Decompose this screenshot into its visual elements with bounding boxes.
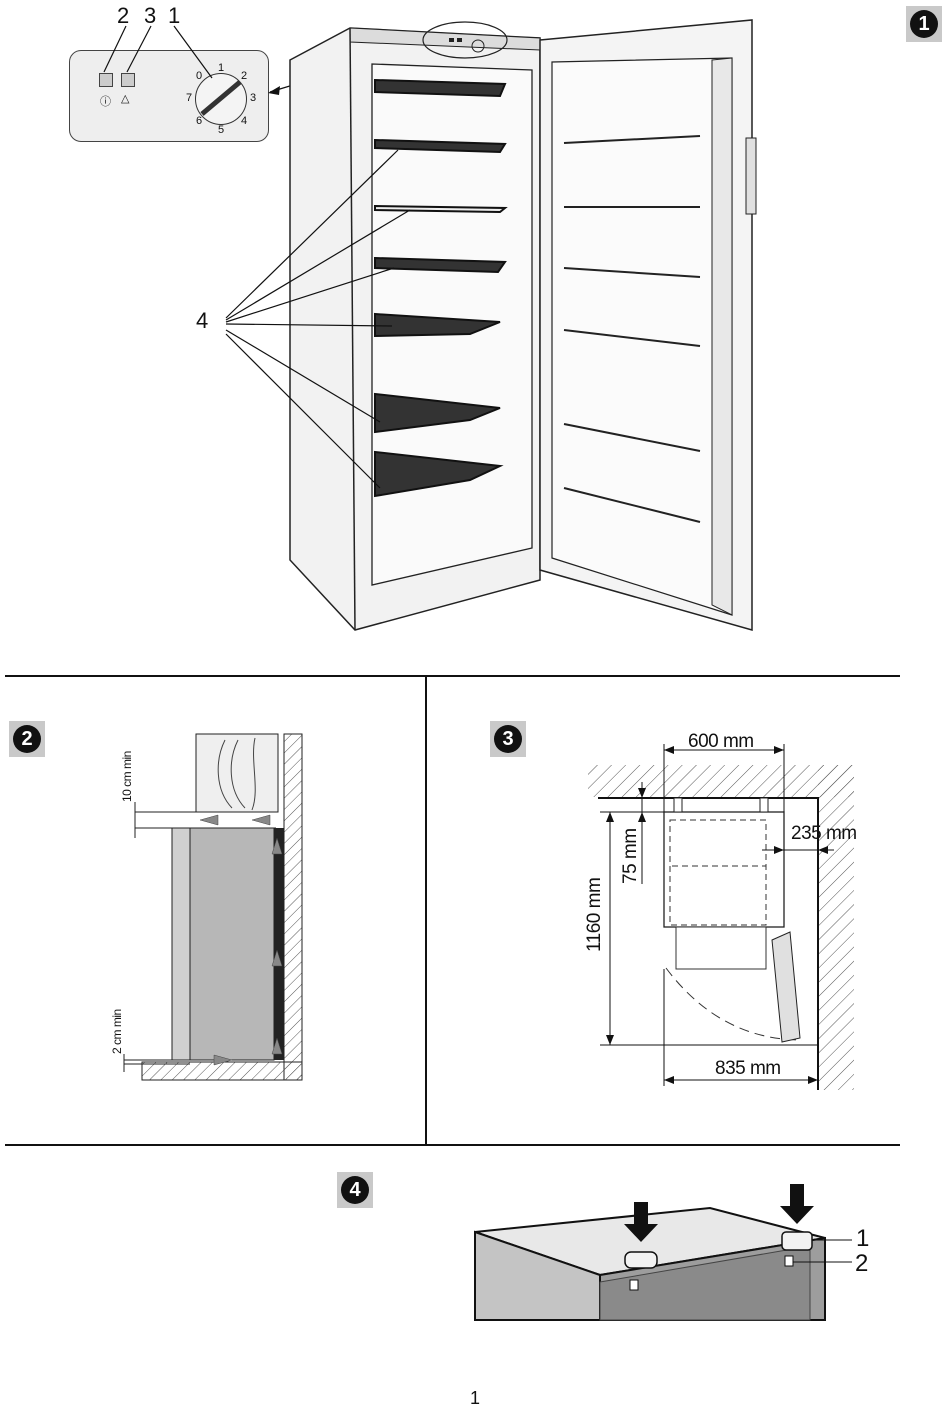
- warning-symbol-icon: △: [121, 93, 129, 105]
- back-75-label: 75 mm: [620, 828, 641, 884]
- dial-number: 3: [250, 92, 256, 104]
- figure-2-number: 2: [13, 725, 41, 753]
- horizontal-divider-bottom: [5, 1144, 900, 1146]
- alarm-indicator-icon: [121, 73, 135, 87]
- clearance-diagram: [588, 744, 854, 1090]
- figure-4-number: 4: [341, 1176, 369, 1204]
- horizontal-divider-top: [5, 675, 900, 677]
- dial-number: 2: [241, 70, 247, 82]
- dial-number: 6: [196, 115, 202, 127]
- vertical-divider: [425, 677, 427, 1145]
- side-235-label: 235 mm: [791, 823, 857, 844]
- bottom-gap-label: 2 cm min: [110, 1009, 124, 1054]
- figure-4-badge: 4: [337, 1172, 373, 1208]
- dial-number: 0: [196, 70, 202, 82]
- dial-number: 1: [218, 62, 224, 74]
- figure-1-badge: 1: [906, 6, 942, 42]
- spacer-installation-diagram: [474, 1184, 852, 1321]
- figure-3-number: 3: [494, 725, 522, 753]
- ventilation-diagram: [123, 733, 303, 1081]
- callout-1: 1: [168, 3, 181, 28]
- dial-number: 5: [218, 124, 224, 136]
- top-gap-label: 10 cm min: [120, 751, 134, 802]
- figure-2-badge: 2: [9, 721, 45, 757]
- freezer-illustration: [103, 19, 757, 631]
- callout-4: 4: [196, 308, 209, 333]
- power-indicator-icon: [99, 73, 113, 87]
- width-600-label: 600 mm: [688, 731, 754, 752]
- dial-number: 4: [241, 115, 247, 127]
- callout-2: 2: [117, 3, 130, 28]
- callout-3: 3: [144, 3, 157, 28]
- dial-number: 7: [186, 92, 192, 104]
- depth-1160-label: 1160 mm: [584, 877, 605, 952]
- figure-3-badge: 3: [490, 721, 526, 757]
- power-symbol-icon: ⓘ: [100, 96, 111, 108]
- spacer-callout-1: 1: [856, 1225, 870, 1252]
- spacer-callout-2: 2: [855, 1250, 869, 1277]
- figure-1-number: 1: [910, 10, 938, 38]
- page-number: 1: [470, 1388, 481, 1408]
- total-835-label: 835 mm: [715, 1058, 781, 1079]
